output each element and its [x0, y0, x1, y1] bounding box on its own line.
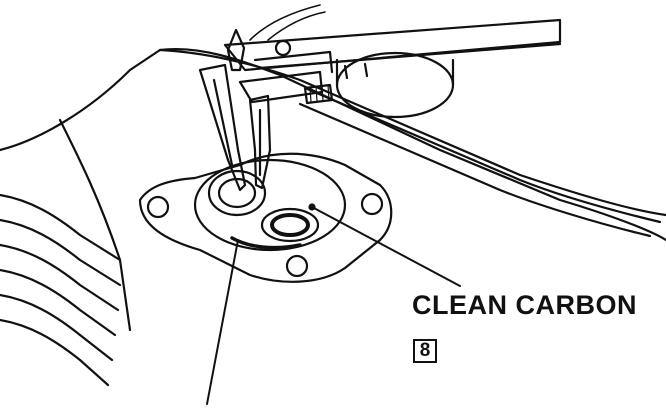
clean-carbon-label: CLEAN CARBON [412, 290, 637, 320]
head-gasket-rim [303, 86, 662, 224]
head-inner-rim [298, 102, 652, 238]
chamber-flange [138, 152, 393, 283]
seat-leader-line [206, 239, 239, 405]
reference-number-box: 8 [413, 339, 437, 363]
cooling-fin-2 [0, 218, 122, 287]
caliper-slider-top [253, 50, 334, 74]
cooling-fin-6 [0, 318, 110, 387]
exhaust-valve-seat-inner [270, 213, 310, 237]
intake-valve-seat-inner [217, 177, 257, 209]
caliper-fixed-jaw [198, 63, 247, 192]
caliper-depth-tip [226, 28, 246, 72]
intake-valve-seat [207, 169, 267, 217]
caliper-main-beam [223, 18, 562, 72]
stud-hole-left [146, 195, 170, 219]
head-body-outline [0, 47, 666, 242]
valve-cover-boss [335, 51, 455, 119]
fin-block-edge [58, 118, 132, 332]
cooling-fin-4 [0, 268, 117, 337]
caliper-scale-mark [363, 62, 369, 78]
stud-hole-right [360, 192, 384, 216]
combustion-chamber [193, 158, 347, 252]
caliper-lock-screw [274, 39, 292, 57]
operator-hand [249, 4, 321, 41]
caliper-moving-jaw [248, 94, 272, 190]
stud-hole-bottom [285, 254, 309, 278]
caliper-beam-edge [258, 42, 562, 70]
carbon-leader-line [311, 206, 461, 287]
operator-hand-finger [267, 11, 326, 41]
exhaust-valve-seat [260, 207, 320, 243]
caliper-thumbwheel-knurl [309, 84, 330, 103]
cooling-fin-5 [0, 293, 114, 362]
caliper-jaw-inner-left [212, 78, 234, 167]
cooling-fin-3 [0, 243, 120, 312]
caliper-scale-mark [343, 64, 349, 80]
head-rear-edge [158, 48, 666, 217]
cooling-fin-1 [0, 193, 122, 262]
vernier-caliper [198, 18, 562, 192]
